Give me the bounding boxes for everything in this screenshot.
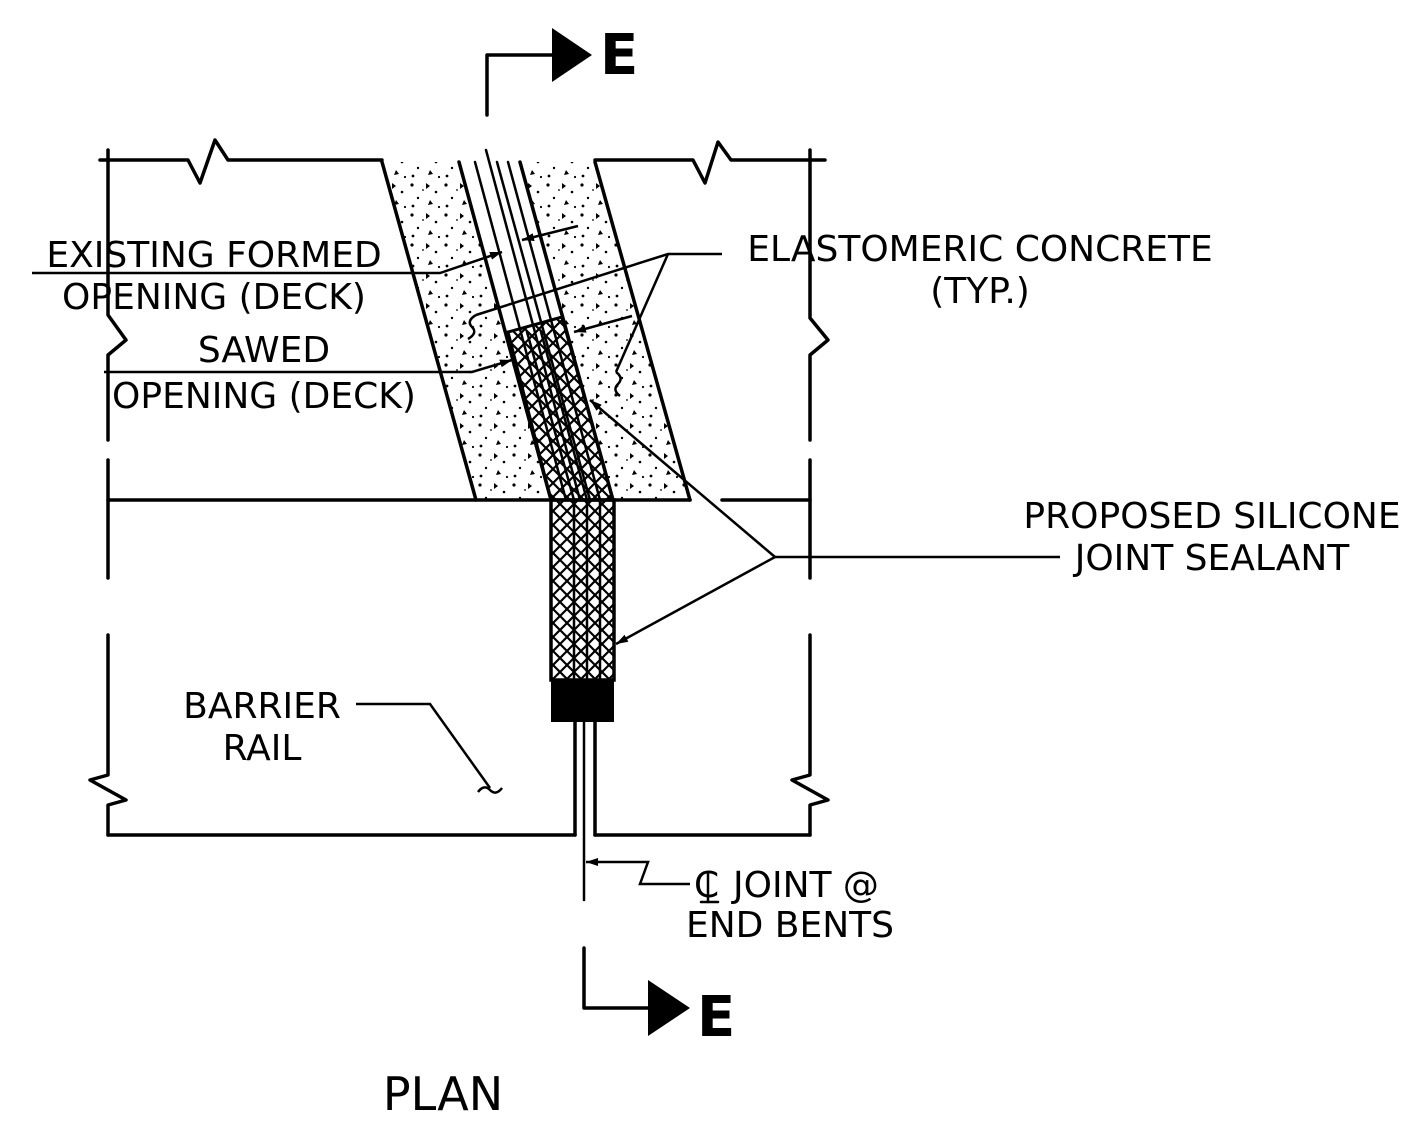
- svg-text:JOINT @: JOINT @: [731, 865, 879, 906]
- svg-text:BARRIER: BARRIER: [183, 686, 341, 727]
- svg-text:EXISTING FORMED: EXISTING FORMED: [46, 235, 381, 276]
- label-existing-formed-opening: EXISTING FORMED OPENING (DECK): [32, 235, 503, 318]
- label-elastomeric-concrete: ELASTOMERIC CONCRETE (TYP.): [467, 224, 1213, 397]
- label-barrier-rail: BARRIER RAIL: [183, 686, 503, 794]
- section-cut-top: E: [485, 23, 638, 117]
- svg-text:END BENTS: END BENTS: [686, 905, 894, 946]
- backer-rod-block: [551, 680, 614, 722]
- barrier-joint-sealant: [549, 498, 616, 902]
- svg-text:SAWED: SAWED: [198, 330, 330, 371]
- svg-text:ELASTOMERIC CONCRETE: ELASTOMERIC CONCRETE: [747, 229, 1213, 270]
- svg-text:RAIL: RAIL: [223, 728, 302, 769]
- section-mark-bottom: E: [697, 985, 735, 1050]
- section-mark-top: E: [600, 23, 638, 88]
- label-centerline-joint: C JOINT @ END BENTS: [586, 858, 894, 946]
- svg-text:(TYP.): (TYP.): [930, 271, 1030, 312]
- label-sawed-opening: SAWED OPENING (DECK): [104, 330, 513, 417]
- label-proposed-silicone-joint-sealant: PROPOSED SILICONE JOINT SEALANT: [589, 399, 1401, 646]
- view-title: PLAN: [383, 1067, 503, 1121]
- svg-text:OPENING (DECK): OPENING (DECK): [62, 277, 366, 318]
- section-cut-bottom: E: [582, 946, 735, 1050]
- svg-text:PROPOSED SILICONE: PROPOSED SILICONE: [1023, 496, 1400, 537]
- deck-outline: [88, 138, 830, 837]
- svg-text:JOINT SEALANT: JOINT SEALANT: [1073, 538, 1351, 579]
- centerline-symbol: C: [694, 865, 719, 906]
- svg-text:OPENING (DECK): OPENING (DECK): [112, 376, 416, 417]
